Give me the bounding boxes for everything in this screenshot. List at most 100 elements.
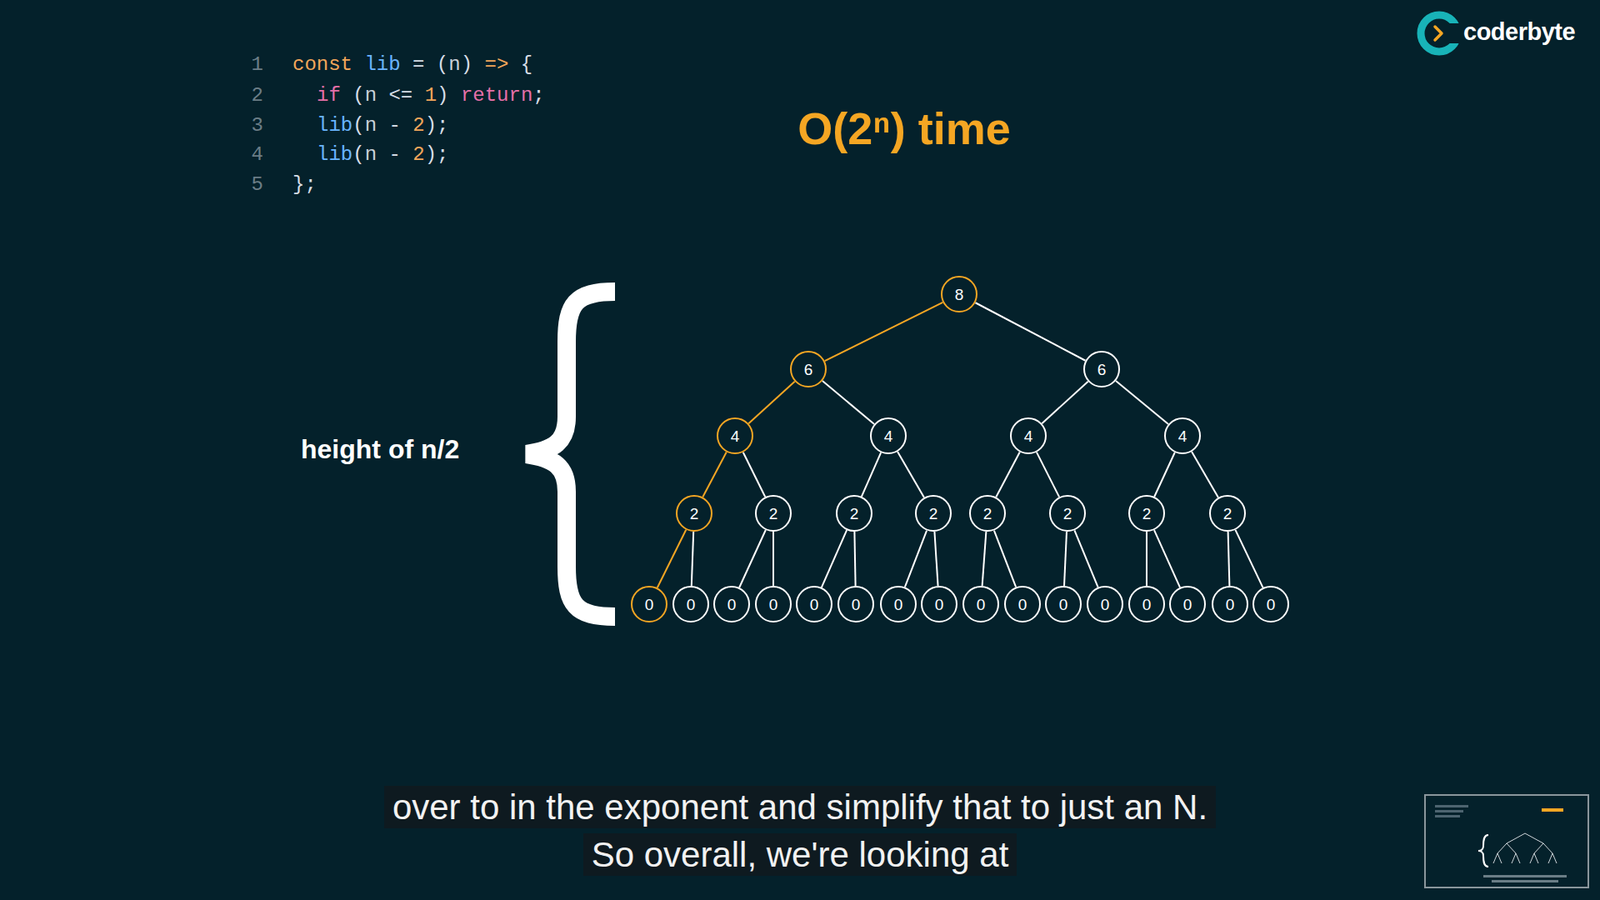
tree-node: 2 xyxy=(675,495,713,532)
title: O(2ⁿ) time xyxy=(797,102,1010,155)
node-value: 2 xyxy=(769,505,779,522)
tree-node: 0 xyxy=(1045,585,1082,623)
tree-node: 0 xyxy=(672,585,710,623)
tree-edge xyxy=(1074,530,1098,587)
code-line: }; xyxy=(292,172,317,198)
node-value: 0 xyxy=(894,596,904,613)
line-number: 3 xyxy=(238,113,264,139)
tree-edge xyxy=(861,452,881,497)
tree-edge xyxy=(702,451,726,497)
tree-node: 2 xyxy=(1128,495,1165,532)
tree-edge xyxy=(994,530,1016,588)
code-line: lib(n - 2); xyxy=(316,113,449,139)
tree-node: 0 xyxy=(962,585,1000,623)
tree-edge xyxy=(975,302,1085,361)
tree-edge xyxy=(657,530,686,589)
tree-node: 0 xyxy=(1252,585,1290,623)
node-value: 4 xyxy=(730,428,740,445)
tree-edge xyxy=(1036,452,1060,498)
node-value: 2 xyxy=(690,505,700,522)
tree-edge xyxy=(1154,530,1180,588)
tree-node: 6 xyxy=(1083,350,1120,388)
tree-node: 6 xyxy=(790,350,827,388)
node-value: 0 xyxy=(769,596,779,613)
tree-node: 2 xyxy=(969,495,1006,532)
node-value: 2 xyxy=(1223,505,1233,522)
node-value: 4 xyxy=(1024,428,1034,445)
tree-edge xyxy=(1191,451,1219,498)
tree-edge xyxy=(743,452,765,498)
thumbnail-preview xyxy=(1425,795,1589,888)
node-value: 6 xyxy=(804,361,814,378)
tree-edge xyxy=(825,302,944,361)
tree-node: 0 xyxy=(1169,585,1206,623)
tree-edge xyxy=(772,531,775,586)
node-value: 0 xyxy=(1059,596,1069,613)
tree-node: 2 xyxy=(915,495,952,532)
tree-edge xyxy=(1145,531,1148,586)
node-value: 2 xyxy=(929,505,939,522)
tree-edge xyxy=(691,531,694,586)
brand-name: coderbyte xyxy=(1463,18,1575,46)
node-value: 0 xyxy=(1100,596,1110,613)
node-value: 0 xyxy=(1142,596,1152,613)
tree-node: 0 xyxy=(1004,585,1041,623)
node-value: 0 xyxy=(1225,596,1235,613)
tree-node: 2 xyxy=(835,495,873,532)
tree-edge xyxy=(821,530,847,588)
line-number: 1 xyxy=(238,52,264,78)
node-value: 0 xyxy=(686,596,696,613)
tree-edge xyxy=(748,381,795,424)
tree-edge xyxy=(897,451,925,498)
brand-icon xyxy=(1420,15,1462,52)
height-label: height of n/2 xyxy=(300,434,460,465)
node-value: 0 xyxy=(976,596,986,613)
tree-node: 4 xyxy=(716,417,754,455)
tree-node: 0 xyxy=(795,585,833,623)
tree-node: 0 xyxy=(713,585,750,623)
tree-node: 8 xyxy=(940,275,978,313)
tree-node: 0 xyxy=(880,585,917,623)
tree-node: 2 xyxy=(755,495,792,532)
tree-edge xyxy=(982,531,987,586)
tree-node: 4 xyxy=(1010,417,1047,455)
height-brace xyxy=(526,291,615,617)
tree-node: 2 xyxy=(1049,495,1086,532)
node-value: 4 xyxy=(884,428,894,445)
tree-edge xyxy=(1154,452,1175,497)
tree-node: 2 xyxy=(1209,495,1246,532)
code-line: const lib = (n) => { xyxy=(292,52,533,78)
tree-node: 0 xyxy=(1086,585,1124,623)
node-value: 6 xyxy=(1097,361,1107,378)
tree-node: 0 xyxy=(1211,585,1249,623)
tree-edge xyxy=(934,531,938,586)
node-value: 4 xyxy=(1178,428,1188,445)
node-value: 0 xyxy=(810,596,820,613)
line-number: 4 xyxy=(238,142,264,168)
tree-node: 0 xyxy=(755,585,792,623)
node-value: 0 xyxy=(935,596,945,613)
node-value: 0 xyxy=(851,596,861,613)
tree-node: 4 xyxy=(1164,417,1201,455)
node-value: 2 xyxy=(1063,505,1073,522)
code-line: if (n <= 1) return; xyxy=(316,83,545,109)
tree-edge xyxy=(1064,531,1067,586)
tree-edge xyxy=(1235,530,1263,588)
tree-node: 0 xyxy=(630,585,668,623)
line-number: 2 xyxy=(238,83,264,109)
node-value: 8 xyxy=(955,286,965,303)
node-value: 0 xyxy=(1018,596,1028,613)
tree-node: 0 xyxy=(920,585,958,623)
node-value: 0 xyxy=(727,596,737,613)
subtitle-caption: over to in the exponent and simplify tha… xyxy=(383,783,1217,879)
node-value: 2 xyxy=(850,505,860,522)
node-value: 2 xyxy=(1142,505,1152,522)
code-line: lib(n - 2); xyxy=(316,142,449,168)
tree-edge xyxy=(1041,381,1088,424)
tree-node: 0 xyxy=(837,585,875,623)
tree-edge xyxy=(1115,380,1169,425)
line-number: 5 xyxy=(238,172,264,198)
node-value: 0 xyxy=(1266,596,1276,613)
tree-edge xyxy=(995,451,1020,497)
tree-edge xyxy=(854,531,855,586)
